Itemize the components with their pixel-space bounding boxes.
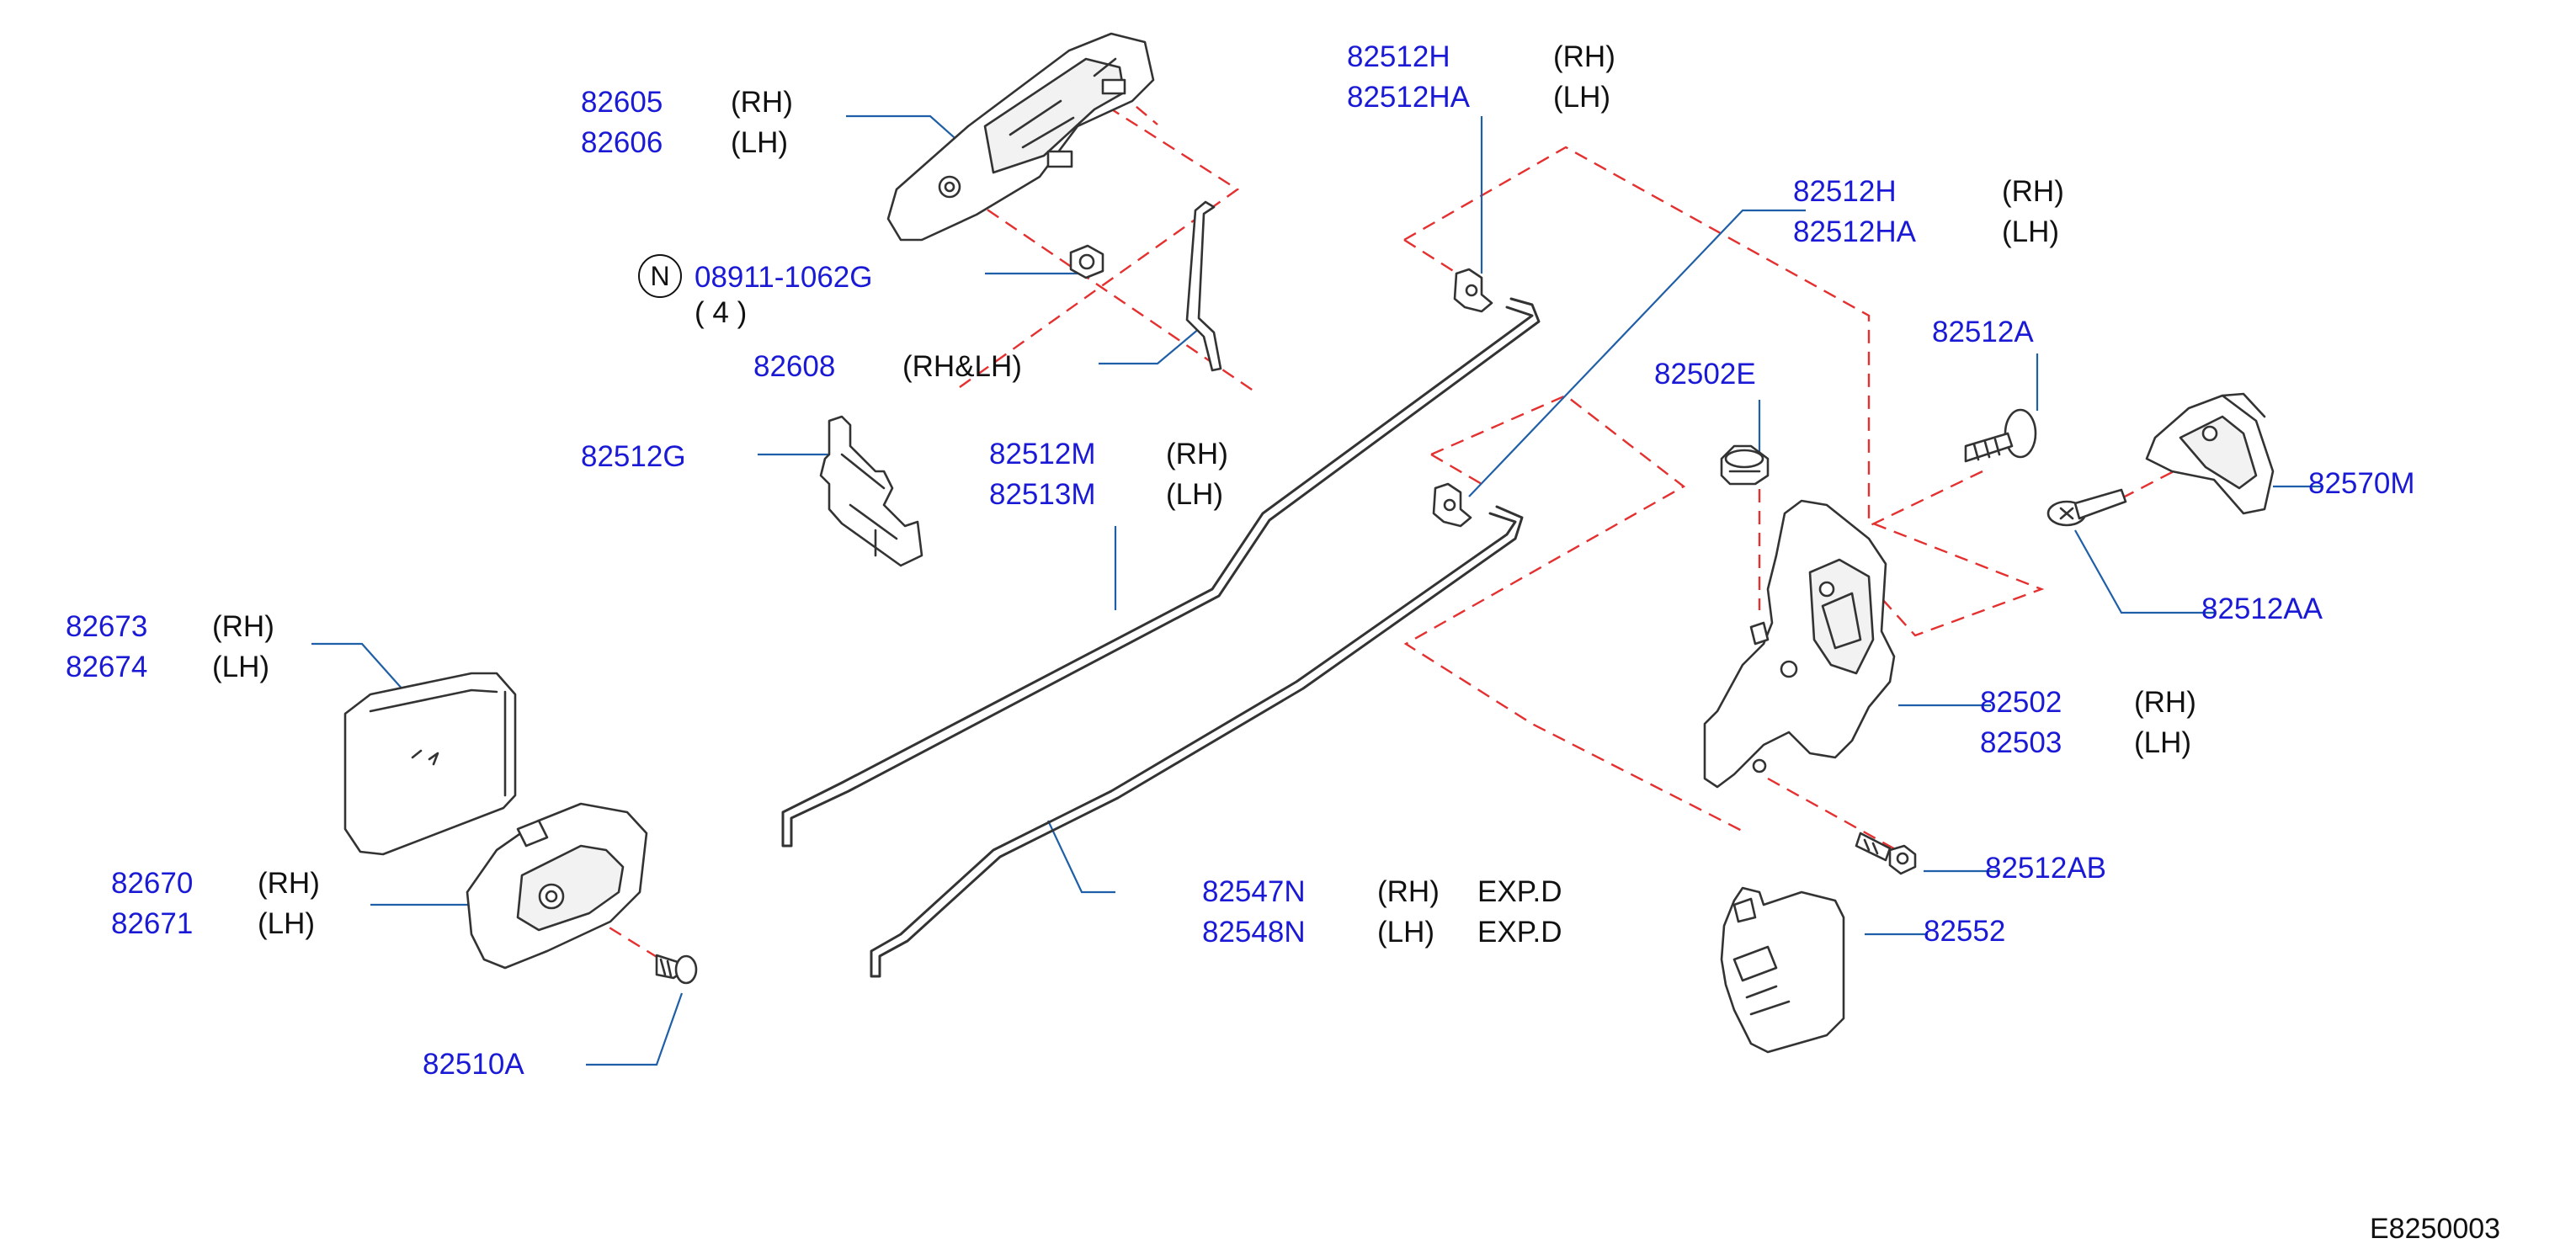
callout-82503-part-number: 82503 [1980,726,2062,759]
bolt-82512A [1964,408,2037,463]
callout-82502-side: (RH) [2134,686,2196,719]
callout-82512HA-mid-part-number: 82512HA [1793,215,1916,248]
callout-08911-1062G-part-number: 08911-1062G [695,261,873,294]
callout-82608-part-number: 82608 [753,350,836,383]
rod-82512M [781,297,1541,848]
callout-n-marker: N [638,254,682,298]
callout-82512A-part-number: 82512A [1932,316,2034,348]
screw-82510A [655,954,698,985]
nut-08911-1062G [1069,244,1104,279]
clip-82512H-upper [1453,268,1493,313]
callout-82674-part-number: 82674 [66,651,148,683]
callout-82606-part-number: 82606 [581,126,663,159]
callout-82512M-part-number: 82512M [989,438,1096,470]
callout-82512M-side: (RH) [1166,438,1228,470]
bracket-82570M [2145,392,2275,515]
callout-82512HA-top-side: (LH) [1553,81,1611,114]
callout-82502E-part-number: 82502E [1654,358,1756,391]
callout-82608-side: (RH&LH) [902,350,1022,383]
clip-82512H-lower [1432,482,1472,528]
callout-82510A-part-number: 82510A [423,1048,524,1081]
callout-82512H-top-part-number: 82512H [1347,40,1450,73]
callout-82513M-part-number: 82513M [989,478,1096,511]
callout-82512H-mid-side: (RH) [2002,175,2064,208]
callout-82547N-side: (RH) [1377,875,1440,908]
callout-82673-part-number: 82673 [66,610,148,643]
callout-82606-side: (LH) [731,126,789,159]
bolt-82512AB [1855,832,1917,875]
callout-82502-part-number: 82502 [1980,686,2062,719]
clip-82512G [819,415,923,567]
callout-82670-side: (RH) [258,867,320,900]
callout-82670-part-number: 82670 [111,867,194,900]
callout-82547N-part-number: 82547N [1202,875,1306,908]
callout-82605-part-number: 82605 [581,86,663,119]
callout-82512G-part-number: 82512G [581,440,686,473]
phantom-lines [572,70,2232,961]
callout-82513M-side: (LH) [1166,478,1224,511]
diagram-code: E8250003 [2370,1213,2501,1245]
door-lock-actuator-82502 [1703,499,1896,789]
callout-82503-side: (LH) [2134,726,2192,759]
callout-82552-part-number: 82552 [1924,915,2006,948]
callout-82673-side: (RH) [212,610,274,643]
callout-82671-side: (LH) [258,907,316,940]
callout-82605-side: (RH) [731,86,793,119]
callout-82548N-part-number: 82548N [1202,916,1306,949]
callout-82512H-mid-part-number: 82512H [1793,175,1897,208]
grommet-82502E [1720,444,1770,486]
callout-82512AB-part-number: 82512AB [1985,852,2107,885]
leader-lines [311,114,2323,1066]
callout-08911-1062G-quantity: ( 4 ) [695,296,748,329]
callout-82512AA-part-number: 82512AA [2201,593,2323,625]
rod-82547N [870,505,1524,978]
callout-82512H-top-side: (RH) [1553,40,1615,73]
callout-82548N-side: (LH) [1377,916,1435,949]
callout-82570M-part-number: 82570M [2308,467,2415,500]
callout-82548N-note: EXP.D [1477,916,1562,949]
callout-82512HA-top-part-number: 82512HA [1347,81,1470,114]
callout-82547N-note: EXP.D [1477,875,1562,908]
screw-82512AA [2046,488,2127,527]
callout-82512HA-mid-side: (LH) [2002,215,2060,248]
inside-handle-82670 [466,802,648,970]
callout-82674-side: (LH) [212,651,270,683]
callout-82671-part-number: 82671 [111,907,194,940]
escutcheon-82673 [343,672,517,856]
outside-handle-82605 [886,32,1155,242]
cover-82552 [1720,886,1845,1054]
rod-82608 [1185,200,1222,372]
